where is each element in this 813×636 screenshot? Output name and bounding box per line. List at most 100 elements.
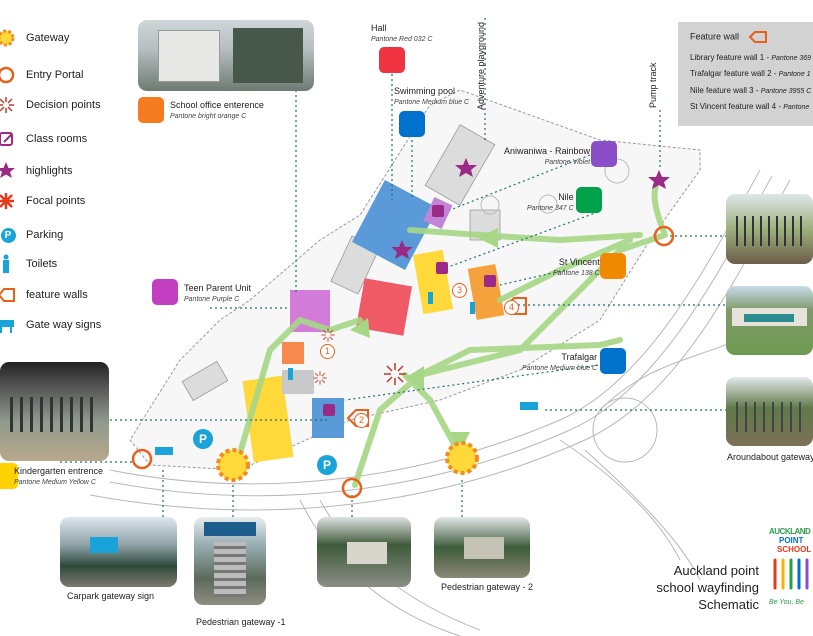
- feature-circle: [480, 195, 500, 215]
- toilet-icon: [428, 292, 433, 304]
- aniwaniwa-pantone: Pantone Violet: [544, 159, 591, 166]
- path-arrow: [405, 366, 424, 390]
- roundabout: [592, 397, 658, 463]
- logo-motto: Be You, Be: [769, 599, 804, 606]
- st-vincent-label: St Vincent Pantone 138 C: [553, 257, 600, 279]
- path: [402, 372, 463, 458]
- trafalgar-title: Trafalgar: [561, 352, 598, 362]
- class-room-icon: [0, 128, 20, 150]
- nile-label: Nile Pantone 347 C: [527, 192, 574, 214]
- trafalgar-label: Trafalgar Pantone Medium blue C: [522, 352, 597, 374]
- building-photo: [726, 286, 813, 355]
- class-room-icon: [323, 404, 335, 416]
- road-line: [559, 439, 681, 561]
- trafalgar-swatch: [600, 348, 626, 374]
- path: [407, 227, 643, 244]
- pool-title: Swimming pool: [394, 86, 456, 96]
- ped1-photo: [194, 517, 266, 605]
- leader-line: [449, 154, 591, 211]
- logo-word: SCHOOL: [777, 545, 812, 554]
- parking-icon: P: [193, 429, 213, 449]
- road-line: [109, 175, 773, 497]
- ped2-caption: Pedestrian gateway - 2: [441, 582, 534, 592]
- legend-item: feature walls: [0, 284, 88, 306]
- path: [417, 337, 623, 378]
- feature-circle: [604, 158, 630, 184]
- legend-item: Entry Portal: [0, 64, 83, 86]
- feature-wall-line: Library feature wall 1 - Pantone 369: [690, 53, 812, 62]
- teen-parent-label: Teen Parent Unit Pantone Purple C: [184, 283, 251, 305]
- path: [352, 232, 668, 488]
- teen-parent-pantone: Pantone Purple C: [184, 296, 240, 303]
- legend-item: Class rooms: [0, 128, 87, 150]
- gateway-icon: [0, 27, 20, 49]
- pool-swatch: [399, 111, 425, 137]
- nile-title: Nile: [558, 192, 574, 202]
- kindergarten-pantone: Pantone Medium Yellow C: [14, 479, 96, 486]
- map-number-2: 2: [354, 413, 369, 428]
- legend-item: Toilets: [0, 253, 57, 275]
- feature-wall-title: Feature wall: [690, 30, 770, 44]
- st-vincent-title: St Vincent: [558, 257, 600, 267]
- office-photo: [138, 20, 314, 91]
- legend-label: Class rooms: [26, 133, 88, 145]
- structure: [282, 370, 314, 394]
- adventure-label: Adventure playground: [476, 22, 487, 110]
- legend-item: Gateway: [0, 27, 69, 49]
- ped-photo: [317, 517, 411, 587]
- pool-pantone: Pantone Medium blue C: [394, 99, 470, 106]
- leader-line: [499, 269, 566, 286]
- teen-parent-swatch: [152, 279, 178, 305]
- map-number-1: 1: [320, 344, 335, 359]
- legend-label: Toilets: [26, 258, 58, 270]
- legend-label: feature walls: [26, 289, 88, 301]
- office-pantone: Pantone bright orange C: [170, 113, 247, 120]
- star-icon: [455, 158, 477, 177]
- path: [235, 316, 363, 463]
- focal-point-icon: [0, 190, 20, 212]
- aniwaniwa-swatch: [591, 141, 617, 167]
- feature-wall-line: Trafalgar feature wall 2 - Pantone 1: [690, 69, 811, 78]
- aniwaniwa-title: Aniwaniwa - Rainbow: [504, 146, 591, 156]
- ped2-photo: [434, 517, 530, 578]
- toilet-icon: [288, 368, 293, 380]
- adventure-title: Adventure playground: [476, 21, 486, 110]
- pump-track-label: Pump track: [648, 62, 659, 108]
- st-vincent-pantone: Pantone 138 C: [553, 270, 600, 277]
- entry-portal-icon: [131, 448, 153, 470]
- road-line: [584, 449, 701, 581]
- path-arrow: [350, 318, 370, 338]
- legend-label: Gateway: [26, 32, 70, 44]
- logo-figures: [773, 558, 809, 590]
- path-arrow: [478, 228, 498, 248]
- hall-building: [356, 278, 412, 336]
- carpark-caption: Carpark gateway sign: [67, 591, 155, 601]
- gateway-icon: [216, 448, 250, 482]
- path: [497, 237, 633, 303]
- gateway-sign-icon: [155, 447, 173, 455]
- office-title: School office enterence: [170, 100, 264, 110]
- logo-word: POINT: [779, 536, 804, 545]
- logo-word: AUCKLAND: [769, 527, 811, 536]
- hall-label: Hall Pantone Red 032 C: [371, 23, 433, 45]
- entry-portal-icon: [653, 225, 675, 247]
- roundabout-caption: Aroundabout gateway: [727, 452, 813, 462]
- st-vincent-swatch: [600, 253, 626, 279]
- road-line: [109, 169, 761, 485]
- swimming-pool-building: [352, 180, 438, 270]
- roundabout-photo: [726, 194, 813, 264]
- kindergarten-label: Kindergarten entrence Pantone Medium Yel…: [14, 466, 103, 488]
- decision-point-icon: [313, 371, 327, 385]
- feature-wall-line: St Vincent feature wall 4 - Pantone: [690, 102, 810, 111]
- kindergarten-title: Kindergarten entrence: [14, 466, 104, 476]
- nile-pantone: Pantone 347 C: [527, 205, 574, 212]
- legend-label: Decision points: [26, 99, 101, 111]
- feature-wall-line: Nile feature wall 3 - Pantone 3955 C: [690, 86, 812, 95]
- title-line: Auckland point: [673, 563, 759, 578]
- office-label: School office enterence Pantone bright o…: [170, 100, 264, 122]
- feature-wall-icon: [748, 31, 767, 43]
- legend-item: P Parking: [0, 224, 63, 246]
- pump-track-title: Pump track: [648, 62, 658, 108]
